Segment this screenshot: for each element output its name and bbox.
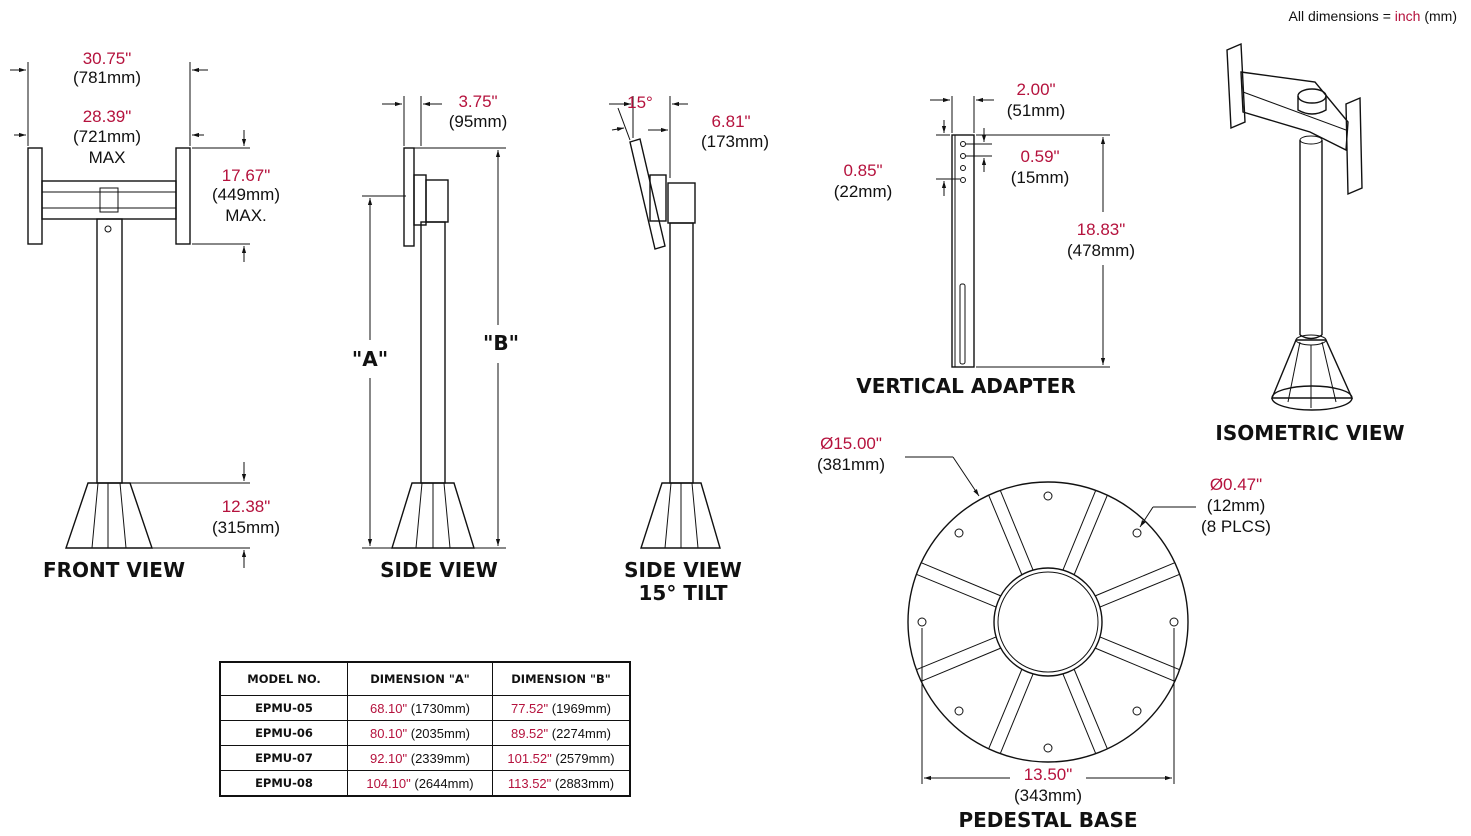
base-rib-line	[921, 647, 1001, 682]
front-width-in: 30.75"	[83, 49, 132, 68]
front-width-mm: (781mm)	[73, 68, 141, 87]
base-span-in: 13.50"	[1024, 765, 1073, 784]
header-dimension-a: DIMENSION "A"	[347, 661, 493, 696]
base-rib-line	[916, 573, 997, 608]
front-height-in: 17.67"	[222, 166, 271, 185]
front-inner-width-max: MAX	[89, 148, 126, 167]
base-diameter-in: Ø15.00"	[820, 434, 882, 453]
side-view-drawing	[362, 96, 506, 549]
tilt-depth-mm: (173mm)	[701, 132, 769, 151]
dimension-b-cell: 113.52" (2883mm)	[492, 770, 631, 797]
side-depth-in: 3.75"	[458, 92, 497, 111]
side-depth-mm: (95mm)	[449, 112, 508, 131]
side-pole	[420, 221, 446, 484]
front-view-title: FRONT VIEW	[43, 558, 185, 582]
adapter-hole-spacing-mm: (15mm)	[1011, 168, 1070, 187]
base-inner-circle	[993, 567, 1103, 677]
front-base	[65, 482, 153, 549]
tilt-angle: 15°	[627, 93, 653, 112]
base-rib-line	[1062, 673, 1097, 754]
side-view-title: SIDE VIEW	[380, 558, 498, 582]
dimension-b-label: "B"	[483, 331, 519, 355]
front-inner-width-mm: (721mm)	[73, 127, 141, 146]
isometric-view-title: ISOMETRIC VIEW	[1215, 421, 1404, 445]
table-row: EPMU-06 80.10" (2035mm) 89.52" (2274mm)	[219, 720, 631, 746]
header-model: MODEL NO.	[219, 661, 348, 696]
model-cell: EPMU-05	[219, 695, 348, 721]
adapter-bar	[951, 134, 975, 368]
front-inner-width-in: 28.39"	[83, 107, 132, 126]
base-rib-line	[1099, 573, 1180, 608]
base-rib-line	[1099, 636, 1180, 671]
base-diameter-mm: (381mm)	[817, 455, 885, 474]
dimension-table: MODEL NO. DIMENSION "A" DIMENSION "B" EP…	[219, 661, 631, 797]
vertical-adapter-title: VERTICAL ADAPTER	[856, 374, 1076, 398]
tilt-base	[640, 482, 721, 549]
dimension-a-cell: 104.10" (2644mm)	[347, 770, 493, 797]
dimension-a-label: "A"	[352, 347, 388, 371]
adapter-height-mm: (478mm)	[1067, 241, 1135, 260]
base-rib-line	[999, 673, 1034, 754]
dimension-b-cell: 89.52" (2274mm)	[492, 720, 631, 746]
dimension-b-cell: 77.52" (1969mm)	[492, 695, 631, 721]
front-mount-plate	[41, 180, 177, 220]
base-rib-line	[999, 490, 1034, 571]
base-rib-line	[921, 562, 1001, 597]
front-height-max: MAX.	[225, 206, 267, 225]
table-header-row: MODEL NO. DIMENSION "A" DIMENSION "B"	[219, 661, 631, 696]
tilt-view-title-1: SIDE VIEW	[624, 558, 742, 582]
table-row: EPMU-08 104.10" (2644mm) 113.52" (2883mm…	[219, 770, 631, 797]
model-cell: EPMU-07	[219, 745, 348, 771]
adapter-height-in: 18.83"	[1077, 220, 1126, 239]
base-rib-line	[916, 636, 997, 671]
base-rib-line	[988, 495, 1023, 575]
model-cell: EPMU-08	[219, 770, 348, 797]
table-row: EPMU-07 92.10" (2339mm) 101.52" (2579mm)	[219, 745, 631, 771]
adapter-offset-in: 0.85"	[843, 161, 882, 180]
pedestal-base-title: PEDESTAL BASE	[958, 808, 1137, 832]
tilt-display-plate	[629, 138, 666, 250]
adapter-hole-spacing-in: 0.59"	[1020, 147, 1059, 166]
header-dimension-b: DIMENSION "B"	[492, 661, 631, 696]
units-note: All dimensions = inch (mm)	[1288, 8, 1457, 24]
dimension-a-cell: 80.10" (2035mm)	[347, 720, 493, 746]
base-span-mm: (343mm)	[1014, 786, 1082, 805]
front-base-in: 12.38"	[222, 497, 271, 516]
tilt-view-title-2: 15° TILT	[639, 581, 728, 605]
model-cell: EPMU-06	[219, 720, 348, 746]
dimension-a-cell: 92.10" (2339mm)	[347, 745, 493, 771]
dimension-a-cell: 68.10" (1730mm)	[347, 695, 493, 721]
base-hole-diameter-in: Ø0.47"	[1210, 475, 1262, 494]
pedestal-base-drawing	[905, 456, 1196, 784]
base-rib-line	[988, 669, 1023, 749]
side-display-plate	[403, 147, 415, 247]
adapter-offset-mm: (22mm)	[834, 182, 893, 201]
base-outer-circle	[907, 481, 1189, 763]
vertical-adapter-drawing	[930, 96, 1110, 368]
front-height-mm: (449mm)	[212, 185, 280, 204]
table-row: EPMU-05 68.10" (1730mm) 77.52" (1969mm)	[219, 695, 631, 721]
base-rib-line	[1062, 490, 1097, 571]
base-rib-line	[1095, 647, 1175, 682]
front-view-drawing	[10, 62, 250, 568]
tilt-view-drawing	[609, 96, 721, 549]
front-pole	[96, 218, 123, 484]
base-hole-diameter-mm: (12mm)	[1207, 496, 1266, 515]
base-rib-line	[1073, 669, 1108, 749]
adapter-width-in: 2.00"	[1016, 80, 1055, 99]
front-right-arm	[175, 147, 191, 245]
front-base-mm: (315mm)	[212, 518, 280, 537]
base-hole-quantity: (8 PLCS)	[1201, 517, 1271, 536]
adapter-width-mm: (51mm)	[1007, 101, 1066, 120]
base-rib-line	[1095, 562, 1175, 597]
tilt-pole	[669, 222, 694, 484]
isometric-view-drawing	[1226, 42, 1363, 411]
base-rib-line	[1073, 495, 1108, 575]
tilt-depth-in: 6.81"	[711, 112, 750, 131]
dimension-b-cell: 101.52" (2579mm)	[492, 745, 631, 771]
front-left-arm	[27, 147, 43, 245]
